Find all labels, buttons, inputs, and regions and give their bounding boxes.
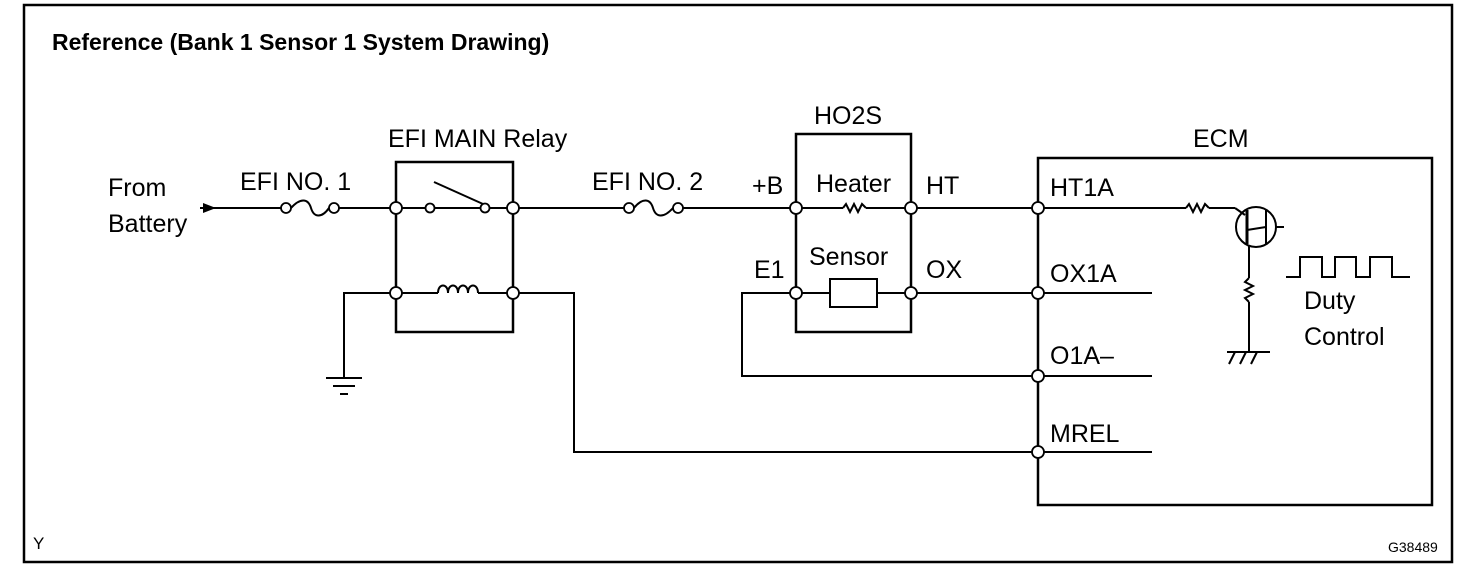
efi-no2-fuse [623, 199, 684, 217]
ground-icon [326, 377, 362, 395]
o1a-minus-label: O1A– [1050, 342, 1114, 370]
efi-no2-label: EFI NO. 2 [592, 168, 703, 196]
relay-terminal [506, 286, 520, 300]
figure-code: G38489 [1388, 539, 1438, 555]
sensor-element-icon [802, 278, 905, 308]
relay-terminal [506, 201, 520, 215]
ho2s-box [794, 132, 913, 334]
corner-mark-left: Y [33, 534, 44, 553]
ecm-drive-resistor-icon [1044, 201, 1235, 215]
ho2s-terminal-e1 [789, 286, 803, 300]
efi-main-relay-box [394, 160, 515, 334]
efi-no1-fuse [280, 199, 340, 217]
sensor-label: Sensor [809, 243, 888, 271]
ecm-box [1036, 156, 1434, 507]
diagram-title: Reference (Bank 1 Sensor 1 System Drawin… [52, 29, 549, 55]
relay-switch [424, 181, 491, 214]
ecm-terminal-o1a-minus [1031, 369, 1045, 383]
ht1a-label: HT1A [1050, 174, 1114, 202]
ho2s-terminal-plus-b [789, 201, 803, 215]
heater-resistor-icon [802, 201, 905, 215]
ecm-terminal-mrel [1031, 445, 1045, 459]
relay-terminal [389, 286, 403, 300]
ecm-terminal-ox1a [1031, 286, 1045, 300]
ho2s-terminal-ox [904, 286, 918, 300]
relay-terminal [389, 201, 403, 215]
heater-label: Heater [816, 170, 891, 198]
transistor-icon [1234, 206, 1284, 352]
ground-wire [343, 292, 390, 378]
duty-control-label-line2: Control [1304, 323, 1385, 351]
ecm-label: ECM [1193, 125, 1249, 153]
ecm-terminal-ht1a [1031, 201, 1045, 215]
duty-control-label-line1: Duty [1304, 287, 1356, 315]
from-battery-label-line2: Battery [108, 210, 188, 238]
mrel-label: MREL [1050, 420, 1120, 448]
chassis-ground-icon [1227, 351, 1270, 365]
ox1a-label: OX1A [1050, 260, 1117, 288]
mrel-wire [519, 292, 1152, 453]
e1-label: E1 [754, 256, 785, 284]
ho2s-terminal-ht [904, 201, 918, 215]
from-battery-label-line1: From [108, 174, 166, 202]
duty-waveform-icon [1286, 256, 1410, 278]
ht-label: HT [926, 172, 959, 200]
e1-wire [741, 292, 1152, 377]
relay-coil-icon [401, 284, 508, 294]
plus-b-label: +B [752, 172, 783, 200]
ho2s-label: HO2S [814, 102, 882, 130]
diagram-frame [22, 3, 1454, 564]
ox-label: OX [926, 256, 962, 284]
efi-no1-label: EFI NO. 1 [240, 168, 351, 196]
efi-main-relay-label: EFI MAIN Relay [388, 125, 568, 153]
